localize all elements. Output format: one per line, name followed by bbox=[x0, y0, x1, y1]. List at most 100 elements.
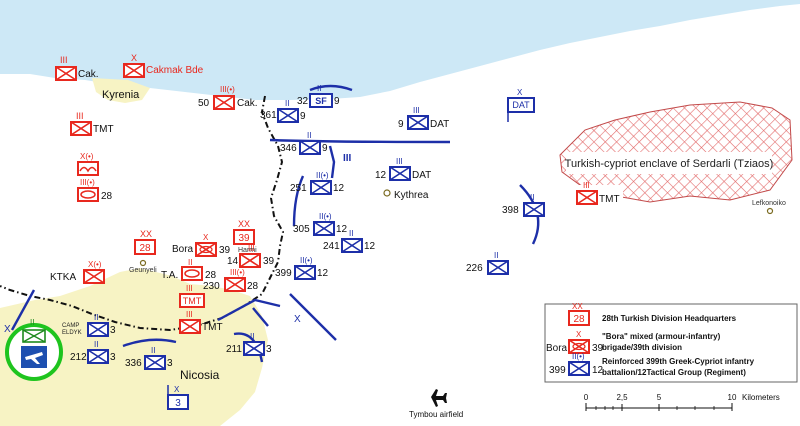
svg-text:9: 9 bbox=[300, 111, 306, 122]
scale-bar: 0 2,5 5 10 Kilometers bbox=[584, 393, 780, 411]
svg-text:3: 3 bbox=[175, 398, 181, 409]
legend-hq-number: 28 bbox=[573, 314, 585, 325]
svg-text:28: 28 bbox=[101, 191, 113, 202]
svg-text:Cak.: Cak. bbox=[78, 69, 99, 80]
greek-unit-346: II 346 9 bbox=[280, 131, 328, 155]
svg-text:X(•): X(•) bbox=[80, 152, 94, 161]
svg-text:50: 50 bbox=[198, 98, 210, 109]
place-harmi: Harmi bbox=[238, 247, 257, 254]
turkish-unit-mountain: X(•) bbox=[77, 152, 99, 176]
svg-text:III: III bbox=[413, 106, 420, 115]
greek-unit-dat-9: III 9 DAT bbox=[398, 106, 449, 130]
svg-text:XX: XX bbox=[140, 229, 152, 239]
svg-text:II: II bbox=[94, 340, 98, 349]
svg-text:9: 9 bbox=[334, 96, 340, 107]
greek-unit-251: II(•) 251 12 bbox=[290, 171, 345, 195]
svg-text:II: II bbox=[349, 229, 353, 238]
svg-text:12: 12 bbox=[336, 224, 348, 235]
svg-text:III: III bbox=[60, 55, 68, 65]
svg-text:TMT: TMT bbox=[202, 322, 223, 333]
svg-text:9: 9 bbox=[398, 119, 404, 130]
svg-text:9: 9 bbox=[322, 143, 328, 154]
svg-text:II: II bbox=[530, 193, 534, 202]
svg-text:398: 398 bbox=[502, 205, 519, 216]
svg-text:X: X bbox=[517, 88, 523, 97]
svg-text:12: 12 bbox=[375, 170, 387, 181]
greek-units: SF II 32 9 II 361 9 II 346 9 III 9 DAT I… bbox=[70, 84, 545, 410]
svg-text:II: II bbox=[494, 251, 498, 260]
greek-unit-399: II(•) 399 12 bbox=[275, 256, 329, 280]
turkish-unit-50-cak: III(•) 50 Cak. bbox=[198, 85, 258, 110]
svg-text:II(•): II(•) bbox=[316, 171, 329, 180]
greek-boundaries bbox=[10, 84, 540, 363]
enclave-label: Turkish-cypriot enclave of Serdarli (Tzi… bbox=[565, 158, 774, 170]
greek-unit-305: II(•) 305 12 bbox=[293, 212, 348, 236]
svg-text:226: 226 bbox=[466, 263, 483, 274]
front-line bbox=[0, 95, 285, 332]
svg-text:II: II bbox=[317, 84, 321, 93]
svg-text:II: II bbox=[250, 332, 254, 341]
svg-text:TMT: TMT bbox=[599, 194, 620, 205]
enclave-label-bg bbox=[566, 152, 772, 174]
svg-text:II(•): II(•) bbox=[319, 212, 332, 221]
turkish-unit-ktka: X(•) KTKA bbox=[50, 260, 105, 284]
greek-unit-398: II 398 bbox=[502, 193, 545, 217]
svg-text:II: II bbox=[151, 346, 155, 355]
turkish-hq-39: XX 39 bbox=[233, 219, 255, 245]
svg-text:DAT: DAT bbox=[512, 100, 530, 110]
kythrea-dot bbox=[383, 189, 391, 197]
svg-text:DAT: DAT bbox=[430, 119, 449, 130]
svg-text:3: 3 bbox=[167, 358, 173, 369]
greek-unit-camp-eldyk: II 3 bbox=[87, 313, 116, 337]
greek-unit-dat-x: DAT X bbox=[507, 88, 535, 122]
greek-unit-241: II 241 12 bbox=[323, 229, 376, 253]
svg-text:305: 305 bbox=[293, 224, 310, 235]
legend-hq-label: 28th Turkish Division Headquarters bbox=[602, 314, 737, 323]
turkish-unit-28-armor: III(•) 28 bbox=[77, 178, 113, 202]
svg-text:3: 3 bbox=[110, 352, 116, 363]
legend-hq-size: XX bbox=[572, 302, 583, 311]
scale-tick-3: 10 bbox=[728, 393, 737, 402]
svg-text:TMT: TMT bbox=[93, 124, 114, 135]
svg-text:III(•): III(•) bbox=[80, 178, 95, 187]
lefkonoiko-dot bbox=[766, 207, 774, 215]
svg-text:211: 211 bbox=[226, 344, 242, 355]
geunyeli-dot bbox=[139, 259, 147, 267]
scale-tick-0: 0 bbox=[584, 393, 589, 402]
svg-text:II: II bbox=[307, 131, 311, 140]
svg-text:XX: XX bbox=[238, 219, 250, 229]
svg-text:KTKA: KTKA bbox=[50, 272, 76, 283]
svg-text:II: II bbox=[94, 313, 98, 322]
legend-bora-number: 39 bbox=[592, 343, 604, 354]
place-camp: CAMP bbox=[62, 323, 79, 329]
legend-grc-label-2: battalion/12Tactical Group (Regiment) bbox=[602, 368, 746, 377]
svg-text:251: 251 bbox=[290, 183, 307, 194]
tymbou-airfield-icon bbox=[431, 389, 447, 407]
svg-text:TMT: TMT bbox=[183, 296, 202, 306]
place-eldyk: ELDYK bbox=[62, 330, 82, 336]
svg-text:241: 241 bbox=[323, 241, 340, 252]
turkish-unit-tmt-box: TMT III bbox=[179, 284, 205, 308]
svg-text:SF: SF bbox=[315, 96, 327, 106]
greek-unit-361: II 361 9 bbox=[260, 99, 306, 123]
scale-tick-2: 5 bbox=[657, 393, 662, 402]
svg-text:12: 12 bbox=[333, 183, 345, 194]
svg-text:II: II bbox=[188, 258, 192, 267]
turkish-unit-230-28: III(•) 230 28 bbox=[203, 268, 259, 292]
svg-text:212: 212 bbox=[70, 352, 87, 363]
place-geunyeli: Geunyeli bbox=[129, 267, 157, 274]
svg-text:12: 12 bbox=[364, 241, 376, 252]
svg-text:III(•): III(•) bbox=[220, 85, 235, 94]
legend-bora-size: X bbox=[576, 330, 582, 339]
svg-text:32: 32 bbox=[297, 96, 309, 107]
svg-text:III: III bbox=[186, 284, 193, 293]
turkish-unit-14-39: III 14 39 bbox=[227, 244, 275, 268]
svg-text:DAT: DAT bbox=[412, 170, 431, 181]
svg-text:Cak.: Cak. bbox=[237, 98, 258, 109]
turkish-unit-tmt-north: III TMT bbox=[70, 111, 114, 136]
turkish-unit-tmt-enclave: III TMT bbox=[575, 181, 623, 211]
svg-text:X: X bbox=[174, 385, 180, 394]
svg-text:III: III bbox=[248, 244, 255, 253]
